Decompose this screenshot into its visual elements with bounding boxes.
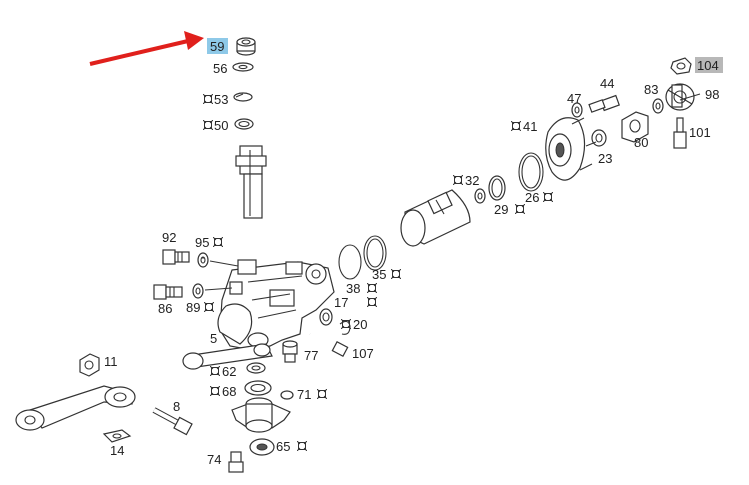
drag-link[interactable] xyxy=(15,385,136,431)
label-95[interactable]: 95 xyxy=(195,235,209,250)
label-98[interactable]: 98 xyxy=(705,87,719,102)
part-92-fitting[interactable] xyxy=(162,249,190,265)
label-17[interactable]: 17 xyxy=(334,295,348,310)
label-83[interactable]: 83 xyxy=(644,82,658,97)
part-35-ring[interactable] xyxy=(363,235,387,271)
part-86-fitting[interactable] xyxy=(153,284,183,300)
label-59[interactable]: 59 xyxy=(210,39,224,54)
part-47-washer[interactable] xyxy=(571,102,583,118)
label-32[interactable]: 32 xyxy=(465,173,479,188)
label-80[interactable]: 80 xyxy=(634,135,648,150)
part-32-washer[interactable] xyxy=(474,188,486,204)
part-104-nut[interactable] xyxy=(670,57,692,75)
part-53-ring[interactable] xyxy=(233,92,253,102)
label-62[interactable]: 62 xyxy=(222,364,236,379)
part-26-ring[interactable] xyxy=(518,152,544,192)
steering-damper-mount[interactable] xyxy=(231,397,291,433)
label-26[interactable]: 26 xyxy=(525,190,539,205)
label-44[interactable]: 44 xyxy=(600,76,614,91)
label-77[interactable]: 77 xyxy=(304,348,318,363)
part-101-bolt[interactable] xyxy=(673,117,687,149)
part-89-seal[interactable] xyxy=(192,283,204,299)
steering-gear-housing[interactable] xyxy=(204,259,335,351)
part-50-seal[interactable] xyxy=(234,118,254,130)
part-11-nut[interactable] xyxy=(79,353,100,377)
label-74[interactable]: 74 xyxy=(207,452,221,467)
part-17-ring[interactable] xyxy=(319,308,333,326)
part-98-flange[interactable] xyxy=(665,83,695,111)
label-59-highlight xyxy=(207,38,228,54)
part-95-seal[interactable] xyxy=(197,252,209,268)
part-80-bushing[interactable] xyxy=(621,111,649,143)
part-8-bolt[interactable] xyxy=(152,407,193,436)
part-77-plug[interactable] xyxy=(282,340,298,363)
label-104-highlight xyxy=(695,57,723,73)
label-68[interactable]: 68 xyxy=(222,384,236,399)
label-71[interactable]: 71 xyxy=(297,387,311,402)
label-107[interactable]: 107 xyxy=(352,346,374,361)
leader-lines xyxy=(201,93,701,259)
part-labels: 59 56 53 50 104 44 47 83 98 41 80 101 23… xyxy=(104,39,719,467)
label-29[interactable]: 29 xyxy=(494,202,508,217)
label-92[interactable]: 92 xyxy=(162,230,176,245)
part-62-ring[interactable] xyxy=(246,362,266,374)
label-53[interactable]: 53 xyxy=(214,92,228,107)
part-74-bolt[interactable] xyxy=(228,451,244,473)
label-20[interactable]: 20 xyxy=(353,317,367,332)
part-5-pitman-arm[interactable] xyxy=(182,343,273,370)
label-23[interactable]: 23 xyxy=(598,151,612,166)
part-23-seal[interactable] xyxy=(591,129,607,147)
label-11[interactable]: 11 xyxy=(104,354,118,369)
label-41[interactable]: 41 xyxy=(523,119,537,134)
part-59-nut[interactable] xyxy=(236,37,256,56)
label-50[interactable]: 50 xyxy=(214,118,228,133)
part-38-ring[interactable] xyxy=(338,244,362,280)
label-5[interactable]: 5 xyxy=(210,331,217,346)
label-89[interactable]: 89 xyxy=(186,300,200,315)
part-83-washer[interactable] xyxy=(652,98,664,114)
part-44-bolt[interactable] xyxy=(588,94,620,113)
part-56-washer[interactable] xyxy=(232,62,254,72)
label-65[interactable]: 65 xyxy=(276,439,290,454)
label-35[interactable]: 35 xyxy=(372,267,386,282)
part-68-seal[interactable] xyxy=(244,380,272,396)
label-86[interactable]: 86 xyxy=(158,301,172,316)
part-65-bearing[interactable] xyxy=(249,438,275,456)
label-14[interactable]: 14 xyxy=(110,443,124,458)
label-101[interactable]: 101 xyxy=(689,125,711,140)
label-47[interactable]: 47 xyxy=(567,91,581,106)
red-arrow-icon xyxy=(89,31,204,66)
part-14-washer[interactable] xyxy=(102,429,132,443)
label-56[interactable]: 56 xyxy=(213,61,227,76)
part-29-ring[interactable] xyxy=(488,175,506,201)
part-41-cover[interactable] xyxy=(545,117,597,181)
label-104[interactable]: 104 xyxy=(697,58,719,73)
label-8[interactable]: 8 xyxy=(173,399,180,414)
part-71-ring[interactable] xyxy=(280,390,294,400)
steering-shaft[interactable] xyxy=(235,145,267,219)
part-107-bolt[interactable] xyxy=(309,332,349,358)
steering-piston[interactable] xyxy=(400,189,471,247)
label-38[interactable]: 38 xyxy=(346,281,360,296)
